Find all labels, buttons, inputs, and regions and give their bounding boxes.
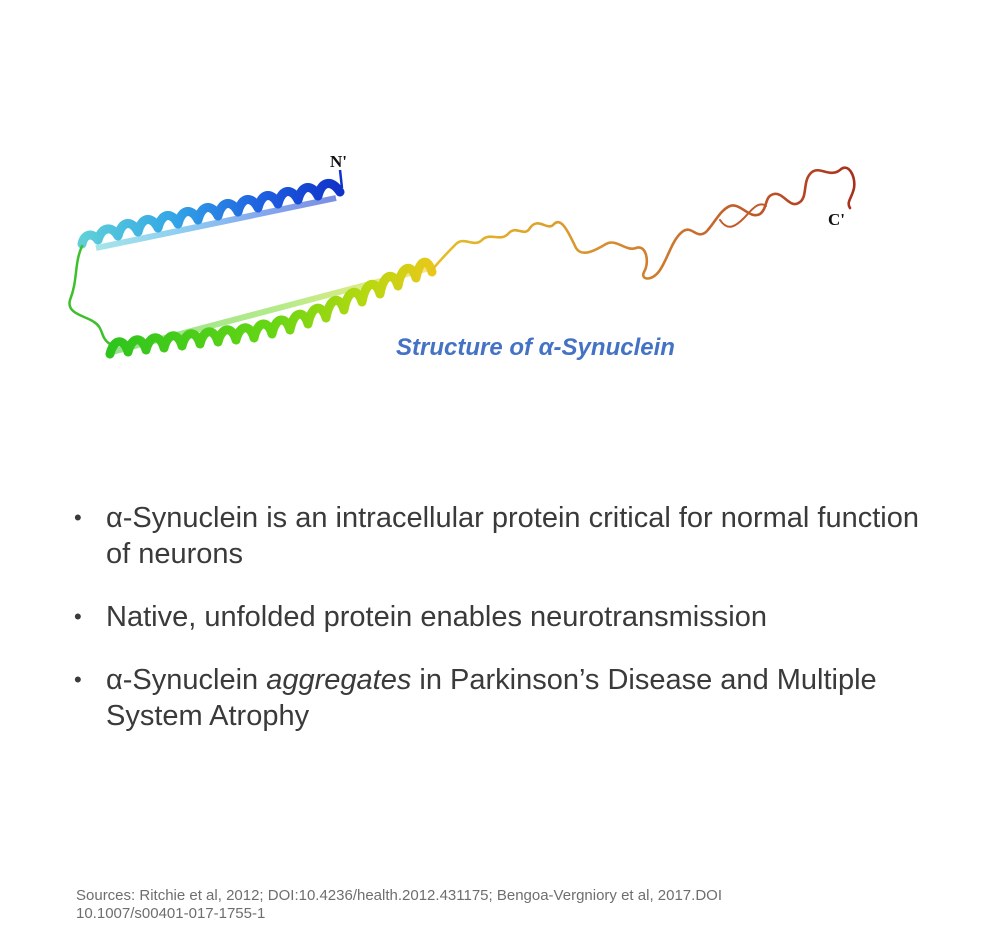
bullet-text: α-Synuclein xyxy=(106,664,267,696)
n-terminus-label: N' xyxy=(330,152,347,171)
bullet-item: • Native, unfolded protein enables neuro… xyxy=(74,599,934,635)
bullet-dot-icon: • xyxy=(74,667,82,692)
bullet-text: α-Synuclein is an intracellular protein … xyxy=(106,502,920,570)
figure-caption: Structure of α-Synuclein xyxy=(396,334,675,361)
bullet-item: • α-Synuclein aggregates in Parkinson’s … xyxy=(74,662,934,734)
bullet-dot-icon: • xyxy=(74,604,82,629)
bullet-emphasis: aggregates xyxy=(266,664,412,696)
bullet-list: • α-Synuclein is an intracellular protei… xyxy=(74,500,934,761)
bullet-item: • α-Synuclein is an intracellular protei… xyxy=(74,500,934,572)
bullet-text-continued: in Parkinson’s Disease and Multiple Syst… xyxy=(106,664,877,732)
protein-structure-figure: N' C' xyxy=(60,140,870,380)
bullet-dot-icon: • xyxy=(74,505,82,530)
c-terminus-label: C' xyxy=(828,210,845,229)
sources-footnote: Sources: Ritchie et al, 2012; DOI:10.423… xyxy=(76,887,722,922)
alpha-synuclein-ribbon-image xyxy=(68,166,856,359)
bullet-text: Native, unfolded protein enables neurotr… xyxy=(106,601,767,633)
